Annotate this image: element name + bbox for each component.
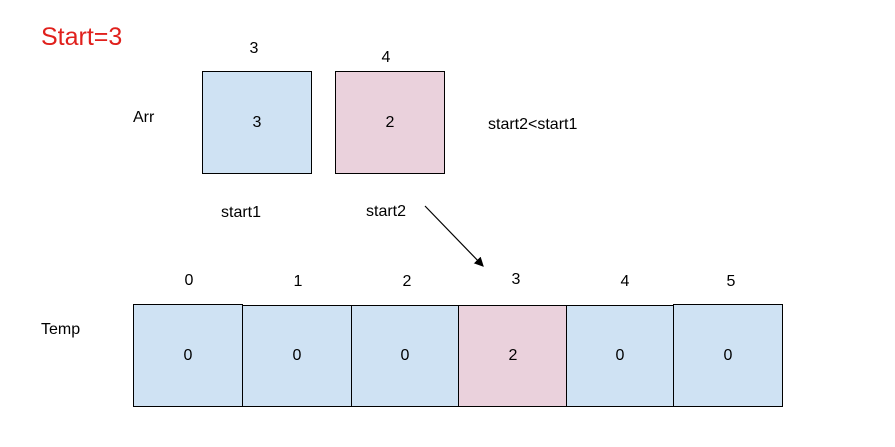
temp-index-label: 5	[726, 273, 736, 290]
arr-cell: 3	[202, 71, 312, 174]
arr-cell: 2	[335, 71, 445, 174]
temp-cell: 0	[673, 304, 783, 407]
temp-cell-value: 0	[183, 346, 193, 364]
temp-index-label: 0	[184, 272, 194, 289]
comparison-text: start2<start1	[488, 116, 578, 133]
temp-cell-value: 0	[400, 347, 410, 364]
temp-cell-value: 0	[615, 347, 625, 364]
temp-index-label: 1	[293, 273, 303, 290]
start-title: Start=3	[41, 23, 123, 51]
arrow-line	[424, 205, 484, 267]
temp-cell: 0	[351, 305, 459, 407]
start1-pointer-label: start1	[221, 204, 262, 221]
temp-index-label: 4	[620, 273, 630, 290]
temp-index-label: 2	[402, 273, 412, 290]
arr-index-label: 4	[381, 49, 391, 66]
arr-label: Arr	[133, 109, 155, 126]
arr-cell-value: 2	[385, 113, 395, 131]
arr-index-label: 3	[249, 40, 259, 57]
start2-pointer-label: start2	[366, 203, 407, 220]
temp-index-label: 3	[511, 271, 521, 288]
arr-cell-value: 3	[252, 113, 262, 131]
temp-cell-value: 2	[508, 347, 518, 364]
temp-cell: 0	[242, 305, 352, 407]
temp-cell-value: 0	[723, 346, 733, 364]
temp-cell-value: 0	[292, 347, 302, 364]
temp-cell: 2	[458, 305, 568, 407]
temp-cell: 0	[133, 304, 243, 407]
temp-label: Temp	[41, 321, 81, 338]
temp-cell: 0	[566, 305, 674, 407]
